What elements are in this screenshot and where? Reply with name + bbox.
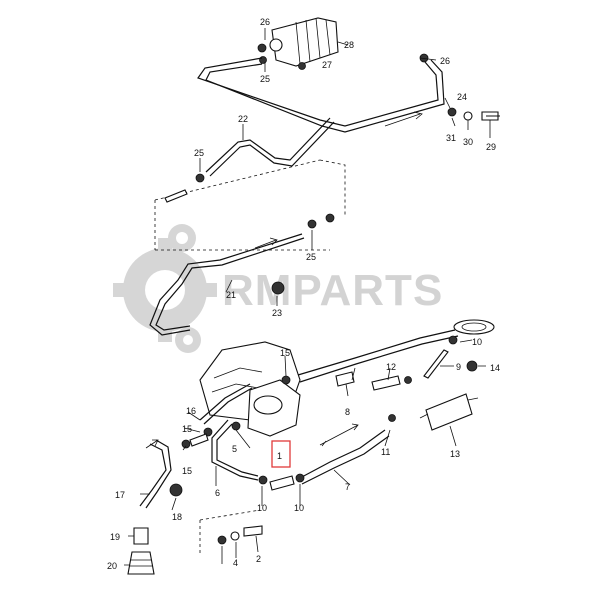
callout-26: 26: [440, 56, 450, 66]
grommet-23: [271, 281, 285, 295]
bolt-2: [243, 525, 263, 537]
clamp-10-bottom: [295, 473, 305, 483]
hose-7: [299, 429, 390, 485]
connector-pipe: [164, 189, 188, 203]
callout-19: 19: [110, 532, 120, 542]
callout-10: 10: [472, 337, 482, 347]
clamp-25-mid: [307, 219, 317, 229]
sleeve-19: [133, 527, 149, 545]
filler-neck: [297, 329, 459, 383]
callout-1: 1: [277, 451, 282, 461]
callout-23: 23: [272, 308, 282, 318]
washer-31: [447, 107, 457, 117]
callout-8: 8: [345, 407, 350, 417]
hose-21: [149, 233, 303, 336]
callout-15: 15: [182, 424, 192, 434]
fitting-8: [335, 371, 355, 387]
dashed-outline: [154, 159, 346, 251]
fuel-vapor-canister: [257, 17, 339, 70]
pipe-9: [423, 349, 449, 379]
callout-28: 28: [344, 40, 354, 50]
highlight-part-1: [271, 440, 291, 468]
callout-25: 25: [260, 74, 270, 84]
callout-20: 20: [107, 561, 117, 571]
callout-9: 9: [456, 362, 461, 372]
callout-17: 17: [115, 490, 125, 500]
nut-14: [466, 360, 478, 372]
callout-15: 15: [280, 348, 290, 358]
callout-11: 11: [381, 447, 390, 457]
callout-22: 22: [238, 114, 248, 124]
callout-15: 15: [182, 466, 192, 476]
hose-17: [139, 439, 172, 509]
valve-12: [371, 375, 401, 391]
callout-13: 13: [450, 449, 460, 459]
callout-10: 10: [294, 503, 304, 513]
clamp-10-left: [258, 475, 268, 485]
callout-25: 25: [306, 252, 316, 262]
callout-5: 5: [232, 444, 237, 454]
clamp-25-top: [195, 173, 205, 183]
callout-7: 7: [345, 482, 350, 492]
callout-2: 2: [256, 554, 261, 564]
clamp-10-right: [448, 335, 458, 345]
callout-labels: 26 25 28 27 26 24 31 30 29 22 25 25 21 2…: [107, 17, 500, 571]
filler-cap: [453, 319, 495, 335]
clamp-15-top: [281, 375, 291, 385]
clamp-15-low: [181, 439, 191, 449]
callout-26: 26: [260, 17, 270, 27]
filter-13: [425, 393, 473, 431]
gear-logo-icon: [113, 224, 217, 353]
fuel-tank: [199, 341, 301, 437]
washer-3: [217, 535, 227, 545]
callout-18: 18: [172, 512, 182, 522]
callout-6: 6: [215, 488, 220, 498]
callout-31: 31: [446, 133, 456, 143]
callout-4: 4: [233, 558, 238, 568]
callout-25: 25: [194, 148, 204, 158]
callout-12: 12: [386, 362, 396, 372]
callout-24: 24: [457, 92, 467, 102]
washer-30: [463, 111, 473, 121]
dashed-bottom: [199, 509, 261, 555]
hose-22: [205, 117, 331, 173]
bolt-29: [481, 111, 500, 121]
cap-20: [127, 551, 155, 575]
vent-line-24: [197, 57, 445, 133]
callout-29: 29: [486, 142, 496, 152]
watermark-text: RMPARTS: [222, 266, 443, 315]
grommet-18: [169, 483, 183, 497]
washer-4: [230, 531, 240, 541]
callout-27: 27: [322, 60, 332, 70]
callout-14: 14: [490, 363, 500, 373]
hose-6: [211, 419, 259, 481]
callout-16: 16: [186, 406, 196, 416]
pipe-stub: [269, 475, 295, 491]
callout-10: 10: [257, 503, 267, 513]
hose-16: [199, 383, 253, 425]
callout-30: 30: [463, 137, 473, 147]
watermark: RMPARTS: [113, 224, 443, 353]
callout-21: 21: [226, 290, 236, 300]
leader-lines: [124, 28, 491, 566]
